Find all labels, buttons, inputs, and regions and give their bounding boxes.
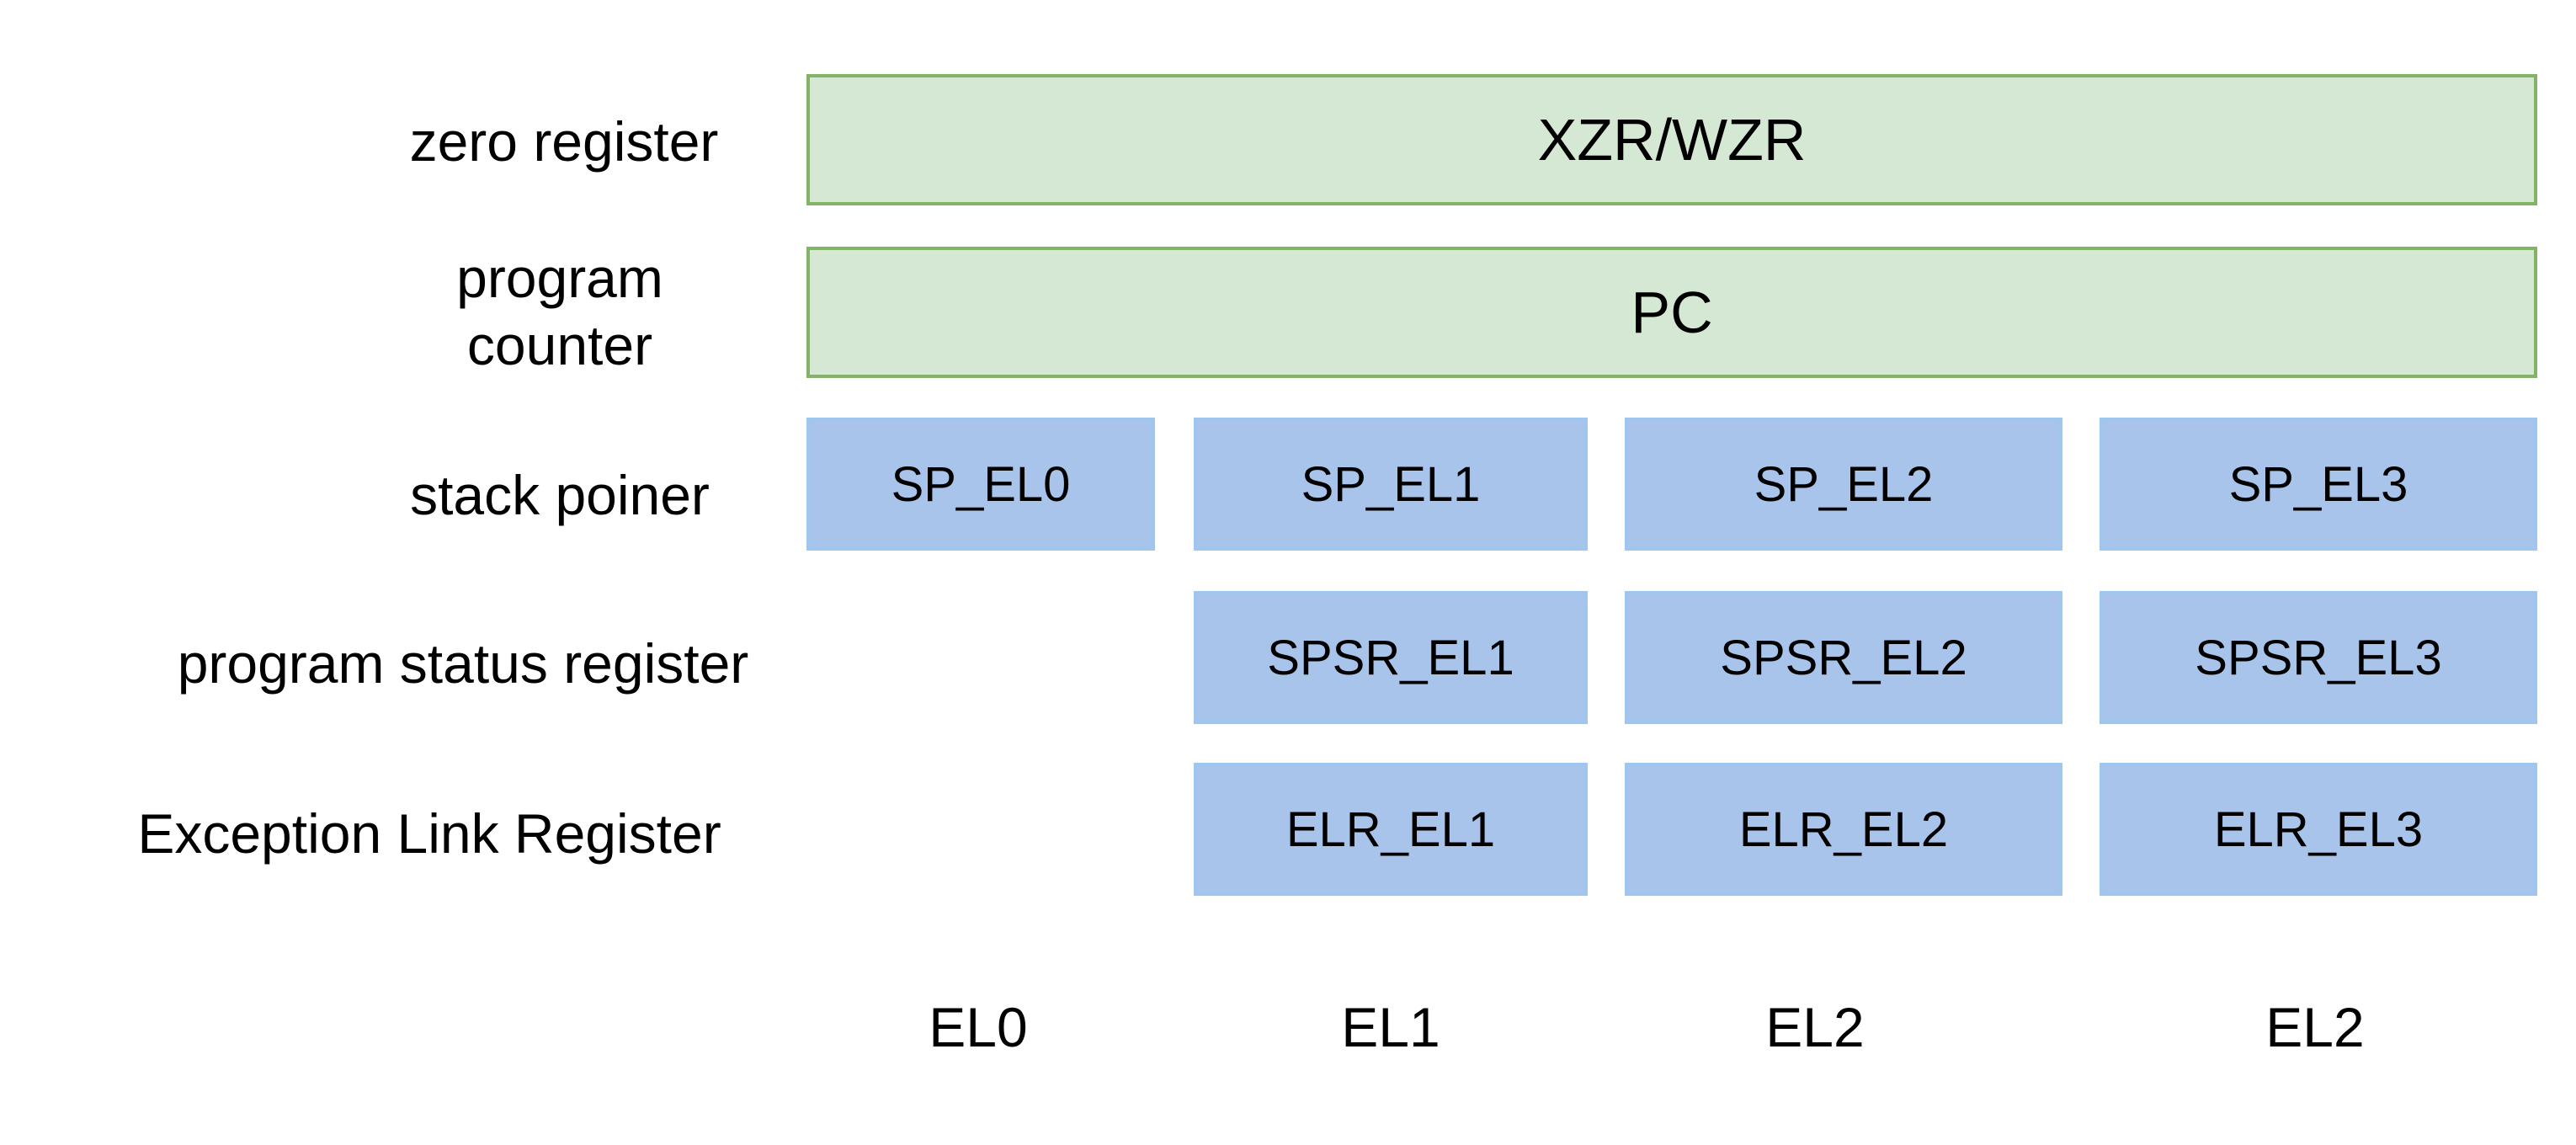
register-elr-el2-label: ELR_EL2 [1738,802,1949,857]
register-elr-el2: ELR_EL2 [1625,763,2062,896]
register-pc: PC [806,247,2537,378]
register-xzr-wzr: XZR/WZR [806,74,2537,205]
register-spsr-el2: SPSR_EL2 [1625,591,2062,724]
register-sp-el0-label: SP_EL0 [891,456,1071,512]
register-sp-el1: SP_EL1 [1194,418,1588,551]
level-label-el0: EL0 [929,996,1028,1058]
row-label-zero-register: zero register [409,110,719,173]
register-sp-el2: SP_EL2 [1625,418,2062,551]
register-elr-el3: ELR_EL3 [2100,763,2537,896]
register-elr-el1-label: ELR_EL1 [1285,802,1496,857]
register-spsr-el3-label: SPSR_EL3 [2195,630,2442,685]
register-sp-el3: SP_EL3 [2100,418,2537,551]
register-spsr-el1: SPSR_EL1 [1194,591,1588,724]
register-sp-el3-label: SP_EL3 [2228,456,2408,512]
level-label-el2-second: EL2 [2265,996,2365,1058]
level-label-el1: EL1 [1341,996,1440,1058]
register-spsr-el2-label: SPSR_EL2 [1720,630,1967,685]
register-sp-el0: SP_EL0 [806,418,1155,551]
register-xzr-wzr-label: XZR/WZR [1537,107,1807,173]
row-label-exception-link-register: Exception Link Register [137,802,721,865]
register-pc-label: PC [1631,280,1713,345]
register-sp-el2-label: SP_EL2 [1754,456,1934,512]
register-spsr-el3: SPSR_EL3 [2100,591,2537,724]
register-sp-el1-label: SP_EL1 [1301,456,1481,512]
row-label-stack-pointer: stack poiner [410,464,710,526]
row-label-program-counter: program counter [456,247,663,376]
level-label-el2: EL2 [1765,996,1865,1058]
register-elr-el3-label: ELR_EL3 [2213,802,2424,857]
row-label-program-status-register: program status register [177,632,749,695]
register-elr-el1: ELR_EL1 [1194,763,1588,896]
register-spsr-el1-label: SPSR_EL1 [1267,630,1514,685]
